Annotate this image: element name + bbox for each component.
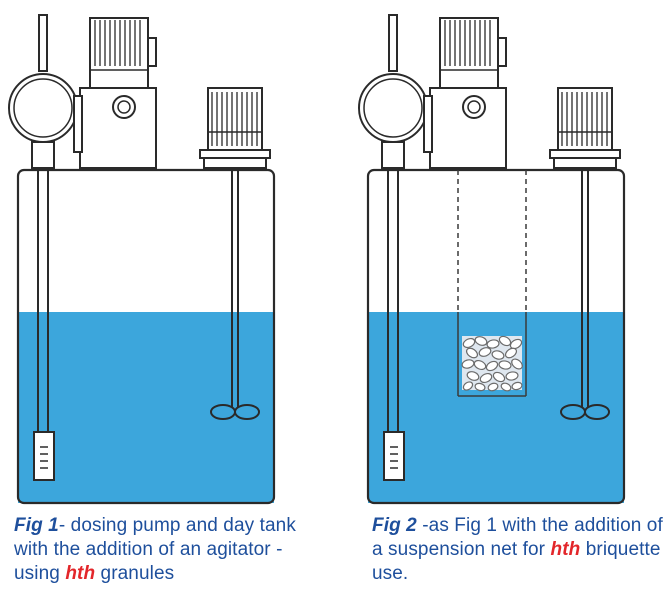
foot-valve [383, 431, 405, 481]
suction-pipe [37, 168, 49, 432]
tank-water [18, 312, 274, 503]
fig2-diagram [358, 14, 626, 505]
hth-briquettes [461, 335, 523, 392]
fig1-diagram [8, 14, 276, 505]
suction-pipe [387, 168, 399, 432]
agitator [549, 87, 621, 420]
fig1-caption: Fig 1- dosing pump and day tank with the… [14, 514, 314, 586]
hth-brand: hth [550, 539, 581, 560]
dosing-pump [358, 14, 507, 169]
day-tank [366, 168, 626, 505]
hth-brand: hth [65, 563, 96, 584]
dosing-pump [8, 14, 157, 169]
day-tank [16, 168, 276, 505]
fig2-caption-text: -as Fig 1 with the addition of a suspens… [372, 515, 663, 560]
agitator [199, 87, 271, 420]
fig2-caption: Fig 2 -as Fig 1 with the addition of a s… [372, 514, 672, 586]
fig1-caption-text: - dosing pump and day tank with the addi… [14, 515, 296, 584]
fig1-label: Fig 1 [14, 515, 59, 536]
suspension-net [457, 170, 527, 397]
fig2-caption-end: briquette use. [372, 539, 661, 584]
foot-valve [33, 431, 55, 481]
fig2-label: Fig 2 [372, 515, 417, 536]
fig1-caption-end: granules [95, 563, 175, 584]
